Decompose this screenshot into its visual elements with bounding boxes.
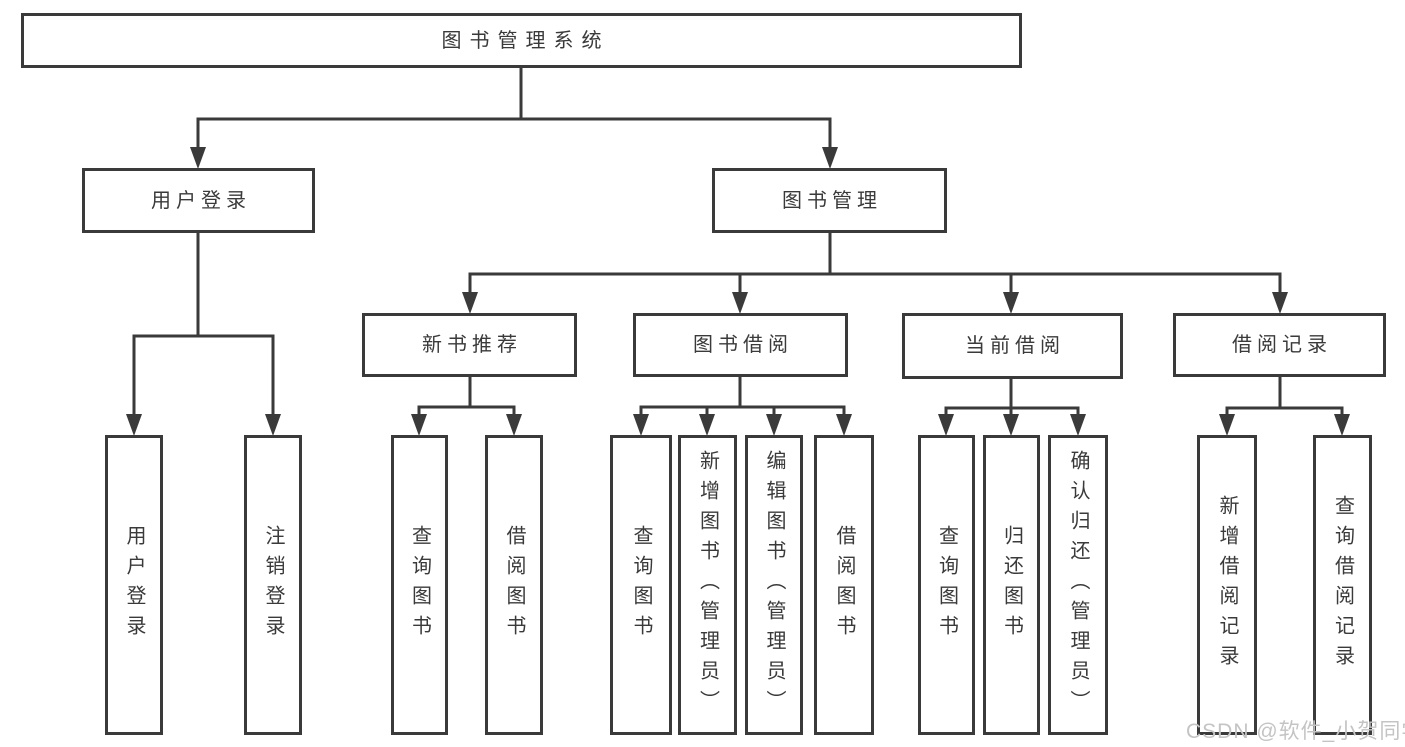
leaf-borrow-books: 借阅图书 xyxy=(485,435,543,735)
leaf-query-books: 查询图书 xyxy=(610,435,672,735)
node-label: 用户登录 xyxy=(123,525,145,645)
node-label: 借阅图书 xyxy=(503,525,525,645)
node-user-login: 用户登录 xyxy=(82,168,315,233)
node-label: 图书管理系统 xyxy=(441,29,610,52)
leaf-add-borrow-record: 新增借阅记录 xyxy=(1197,435,1257,735)
node-label: 查询图书 xyxy=(408,525,431,645)
node-book-borrow: 图书借阅 xyxy=(633,313,848,377)
node-label: 确认归还（管理员） xyxy=(1067,450,1089,720)
csdn-watermark: CSDN @软件_小贺同学 xyxy=(1186,720,1405,743)
node-label: 查询图书 xyxy=(935,525,958,645)
node-label: 用户登录 xyxy=(151,189,251,212)
node-label: 归还图书 xyxy=(1000,525,1023,645)
node-label: 编辑图书（管理员） xyxy=(763,450,785,720)
node-label: 借阅记录 xyxy=(1232,334,1332,356)
node-new-book-recommend: 新书推荐 xyxy=(362,313,577,377)
node-label: 借阅图书 xyxy=(833,525,855,645)
node-label: 新书推荐 xyxy=(422,334,522,356)
leaf-user-login: 用户登录 xyxy=(105,435,163,735)
node-label: 新增图书（管理员） xyxy=(696,450,719,720)
node-label: 图书管理 xyxy=(782,189,882,212)
leaf-add-books-admin: 新增图书（管理员） xyxy=(678,435,737,735)
node-label: 当前借阅 xyxy=(965,335,1065,357)
leaf-confirm-return-admin: 确认归还（管理员） xyxy=(1048,435,1108,735)
leaf-query-books: 查询图书 xyxy=(918,435,975,735)
node-current-borrow: 当前借阅 xyxy=(902,313,1123,379)
node-label: 图书借阅 xyxy=(693,334,793,356)
node-book-management: 图书管理 xyxy=(712,168,947,233)
leaf-query-borrow-record: 查询借阅记录 xyxy=(1313,435,1372,735)
node-root-library-management-system: 图书管理系统 xyxy=(21,13,1022,68)
leaf-edit-books-admin: 编辑图书（管理员） xyxy=(745,435,803,735)
node-borrow-records: 借阅记录 xyxy=(1173,313,1386,377)
leaf-logout: 注销登录 xyxy=(244,435,302,735)
node-label: 注销登录 xyxy=(262,525,284,645)
node-label: 新增借阅记录 xyxy=(1216,495,1238,675)
leaf-query-books: 查询图书 xyxy=(391,435,448,735)
node-label: 查询借阅记录 xyxy=(1331,495,1354,675)
node-label: 查询图书 xyxy=(630,525,652,645)
leaf-borrow-books: 借阅图书 xyxy=(814,435,874,735)
leaf-return-books: 归还图书 xyxy=(983,435,1040,735)
